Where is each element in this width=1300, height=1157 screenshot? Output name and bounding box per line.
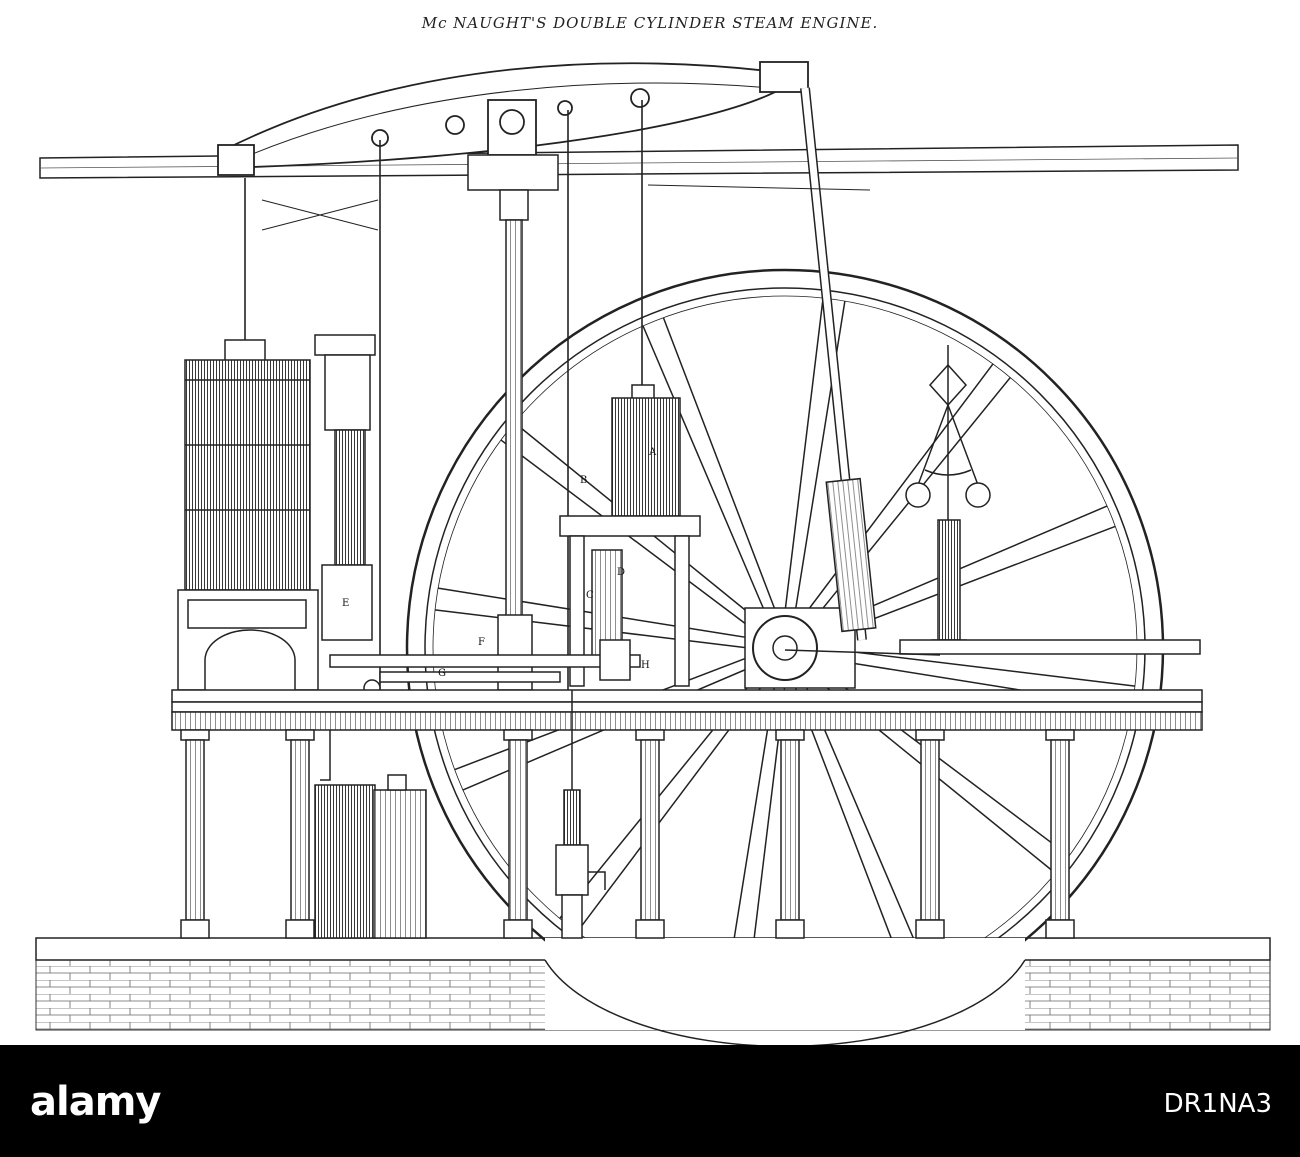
governor [905,345,991,649]
support-column [503,729,533,741]
flywheel-spoke [792,681,908,979]
walking-beam [217,61,809,176]
support-column [285,729,315,741]
support-column [635,729,665,741]
label-d: D [617,567,625,578]
label-g: G [438,668,446,679]
stock-logo: alamy [30,1079,161,1125]
pipework [329,639,641,697]
support-column [180,729,210,741]
support-column [775,919,805,939]
flywheel-spoke [801,363,994,619]
support-column [503,919,533,939]
support-column [915,729,945,741]
support-column [1045,919,1075,939]
flywheel-spoke [662,317,778,615]
center-column [467,154,559,691]
support-column [920,739,940,921]
support-column [185,739,205,921]
label-b: B [580,475,587,486]
condenser [314,730,427,939]
label-f: F [478,637,485,648]
small-cylinder [559,384,701,687]
support-column [290,739,310,921]
support-column [635,919,665,939]
support-column [1050,739,1070,921]
support-column [285,919,315,939]
large-cylinder [177,339,319,691]
support-column [1045,729,1075,741]
support-column [180,919,210,939]
connecting-rod-end [825,477,877,633]
label-h: H [641,660,650,671]
engraving-plate: Mc NAUGHT'S DOUBLE CYLINDER STEAM ENGINE… [35,14,1271,1045]
flywheel-spoke [819,647,1136,687]
label-a: A [648,447,657,458]
support-columns [180,729,1075,939]
air-pump-column [314,334,376,641]
engine-floor [171,689,1203,731]
flywheel-spoke [642,325,769,619]
footer-band [0,1045,1300,1157]
support-column [775,729,805,741]
stock-image-id: DR1NA3 [1163,1089,1272,1119]
label-c: C [586,590,594,601]
governor-shaft [784,639,1201,656]
label-e: E [342,598,349,609]
feed-pump [555,690,606,939]
support-column [640,739,660,921]
support-column [780,739,800,921]
support-column [508,739,528,921]
flywheel-spoke [784,297,824,614]
support-column [915,919,945,939]
steam-engine-diagram: A B C D E F G H [35,61,1271,1045]
plate-title: Mc NAUGHT'S DOUBLE CYLINDER STEAM ENGINE… [421,14,879,32]
